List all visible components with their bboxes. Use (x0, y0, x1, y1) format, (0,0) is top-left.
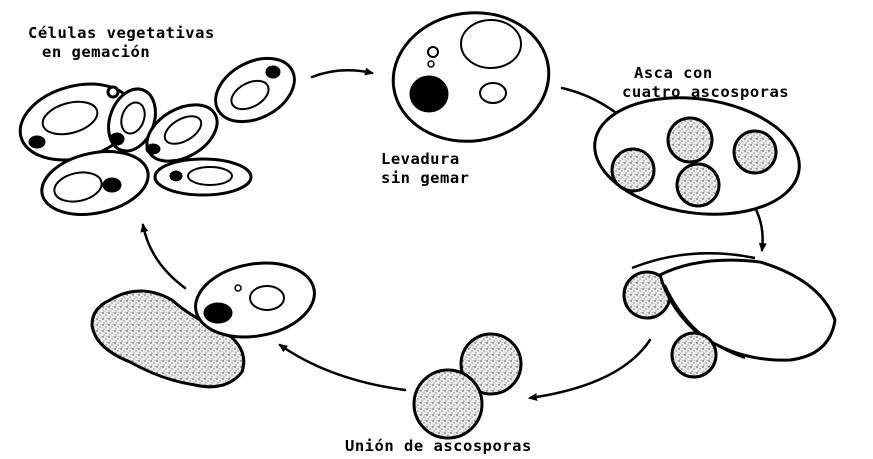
unbudded-yeast-cell (385, 3, 557, 151)
ascus-with-four-ascospores (587, 85, 807, 227)
label-ascus-line1: Asca con (634, 64, 789, 83)
budding-cells-cluster (12, 46, 306, 224)
label-unbudded-yeast: Levadura sin gemar (381, 150, 470, 188)
ruptured-ascus-releasing-spores (624, 253, 835, 377)
label-unbudded-yeast-line1: Levadura (381, 150, 470, 169)
arrow-budding-to-unbudded (312, 70, 372, 77)
arrow-release-to-union (530, 340, 650, 398)
label-unbudded-yeast-line2: sin gemar (381, 169, 470, 188)
arrow-ascus-to-release (754, 206, 763, 250)
label-ascus: Asca con cuatro ascosporas (634, 64, 789, 102)
label-budding-cells-line1: Células vegetativas (28, 24, 215, 43)
label-budding-cells: Células vegetativas en gemación (28, 24, 215, 62)
label-ascus-line2: cuatro ascosporas (622, 83, 789, 102)
label-ascospore-union: Unión de ascosporas (345, 437, 532, 456)
ascospore-union (414, 334, 521, 438)
label-ascospore-union-text: Unión de ascosporas (345, 437, 532, 456)
label-budding-cells-line2: en gemación (28, 43, 215, 62)
arrow-union-to-zygote (280, 345, 405, 390)
arrow-zygote-to-budding (143, 225, 185, 288)
